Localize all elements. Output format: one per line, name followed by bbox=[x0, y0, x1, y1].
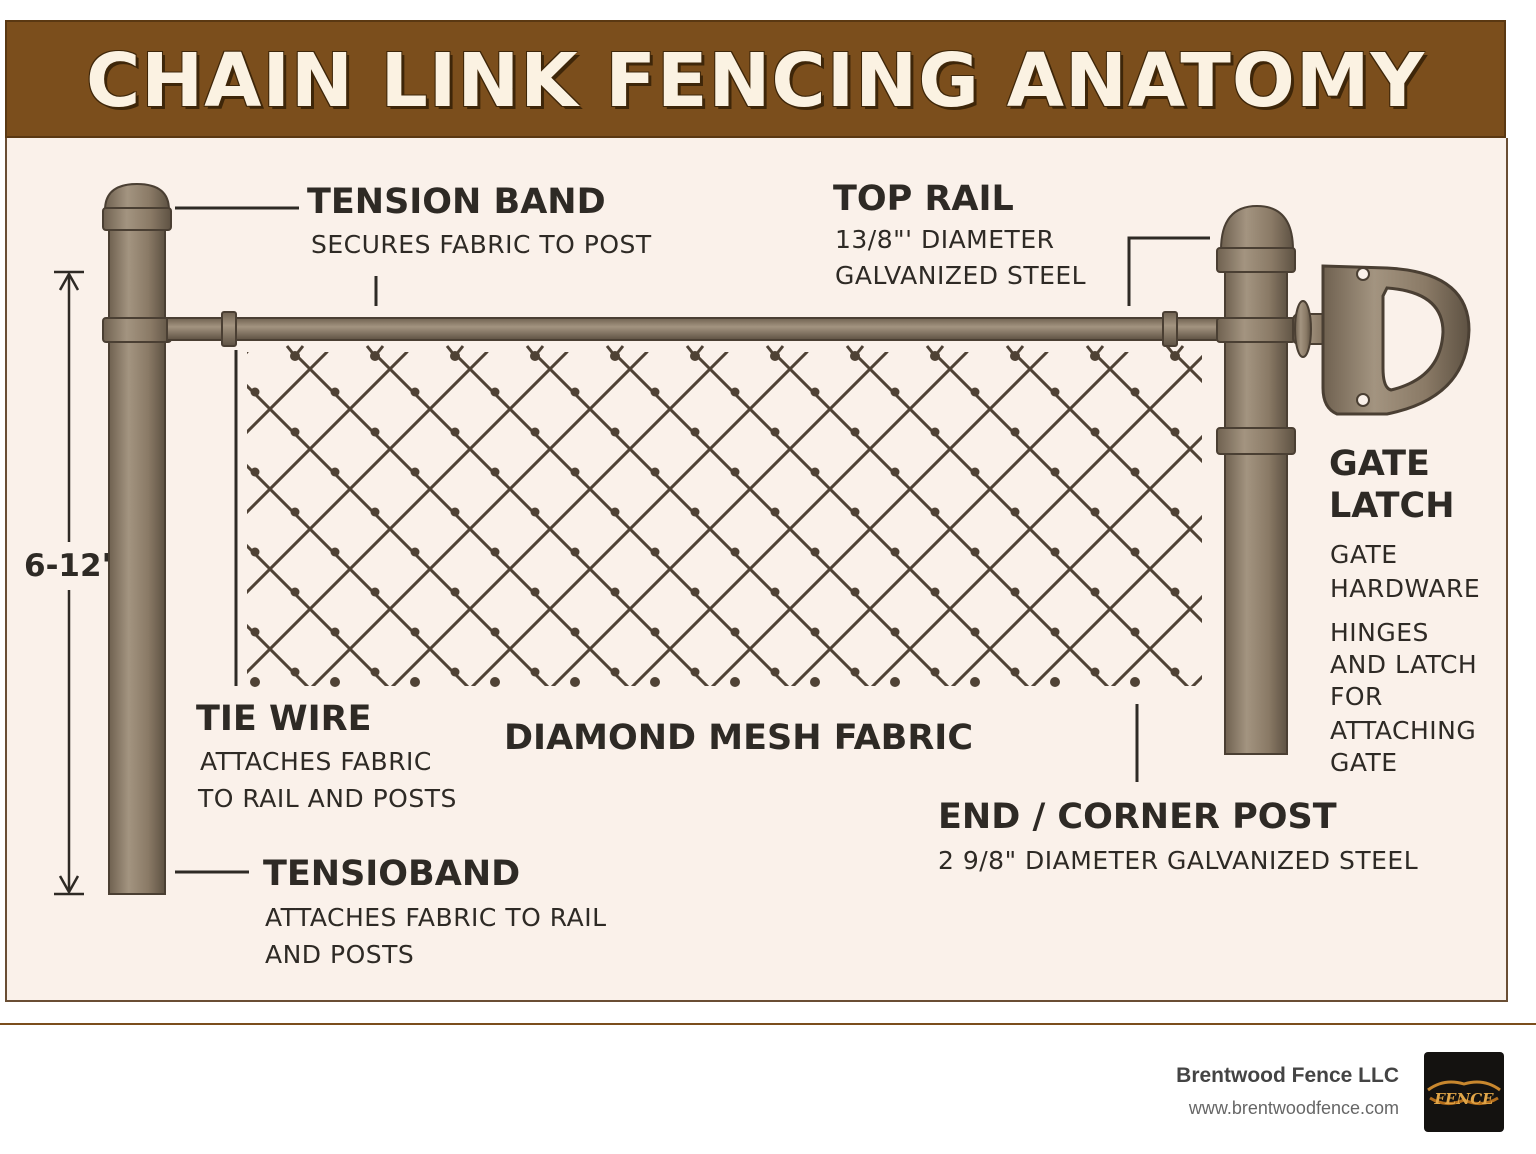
company-logo: FENCE bbox=[1424, 1052, 1504, 1132]
leader-lines bbox=[175, 206, 1210, 874]
gate-latch-line-7: GATE bbox=[1330, 748, 1398, 777]
gate-latch-line-6: ATTACHING bbox=[1330, 716, 1477, 745]
right-post bbox=[1216, 204, 1296, 755]
tie-wire-title: TIE WIRE bbox=[196, 699, 372, 739]
footer-divider bbox=[0, 1023, 1536, 1025]
page-title: CHAIN LINK FENCING ANATOMY bbox=[85, 38, 1426, 124]
company-name: Brentwood Fence LLC bbox=[1176, 1064, 1399, 1087]
title-banner: CHAIN LINK FENCING ANATOMY bbox=[5, 20, 1506, 138]
tension-band-bottom-line2: AND POSTS bbox=[265, 940, 415, 969]
gate-latch-line-3: HINGES bbox=[1330, 618, 1429, 647]
diagram-panel: TENSION BAND SECURES FABRIC TO POST TOP … bbox=[5, 138, 1508, 1002]
top-rail-line1: 13/8"' DIAMETER bbox=[835, 225, 1055, 254]
gate-latch-line-4: AND LATCH bbox=[1330, 650, 1478, 679]
height-dimension bbox=[54, 270, 84, 896]
logo-graphic: FENCE bbox=[1427, 1080, 1501, 1108]
gate-latch-title-1: GATE bbox=[1329, 444, 1430, 484]
fence-diagram bbox=[54, 182, 1471, 896]
diamond-mesh bbox=[247, 345, 1202, 687]
tension-band-bottom-line1: ATTACHES FABRIC TO RAIL bbox=[265, 903, 607, 932]
tie-wire-line1: ATTACHES FABRIC bbox=[200, 747, 432, 776]
gate-latch-hardware bbox=[1292, 264, 1471, 416]
left-post bbox=[102, 182, 172, 895]
mesh-title: DIAMOND MESH FABRIC bbox=[504, 718, 974, 758]
height-label: 6-12' bbox=[24, 548, 112, 584]
tension-band-top-desc: SECURES FABRIC TO POST bbox=[311, 230, 652, 259]
end-post-title: END / CORNER POST bbox=[938, 797, 1337, 837]
top-rail-line2: GALVANIZED STEEL bbox=[835, 261, 1087, 290]
gate-latch-title-2: LATCH bbox=[1329, 486, 1455, 526]
tension-band-bottom-title: TENSIOBAND bbox=[263, 854, 521, 894]
gate-latch-line-1: GATE bbox=[1330, 540, 1398, 569]
tension-band-top-title: TENSION BAND bbox=[307, 182, 606, 222]
gate-latch-line-2: HARDWARE bbox=[1330, 574, 1481, 603]
top-rail bbox=[166, 311, 1230, 347]
top-rail-title: TOP RAIL bbox=[833, 179, 1014, 219]
company-url[interactable]: www.brentwoodfence.com bbox=[1188, 1098, 1399, 1118]
logo-text: FENCE bbox=[1433, 1090, 1494, 1108]
end-post-desc: 2 9/8" DIAMETER GALVANIZED STEEL bbox=[938, 846, 1419, 875]
tie-wire-line2: TO RAIL AND POSTS bbox=[198, 784, 457, 813]
gate-latch-line-5: FOR bbox=[1330, 682, 1383, 711]
